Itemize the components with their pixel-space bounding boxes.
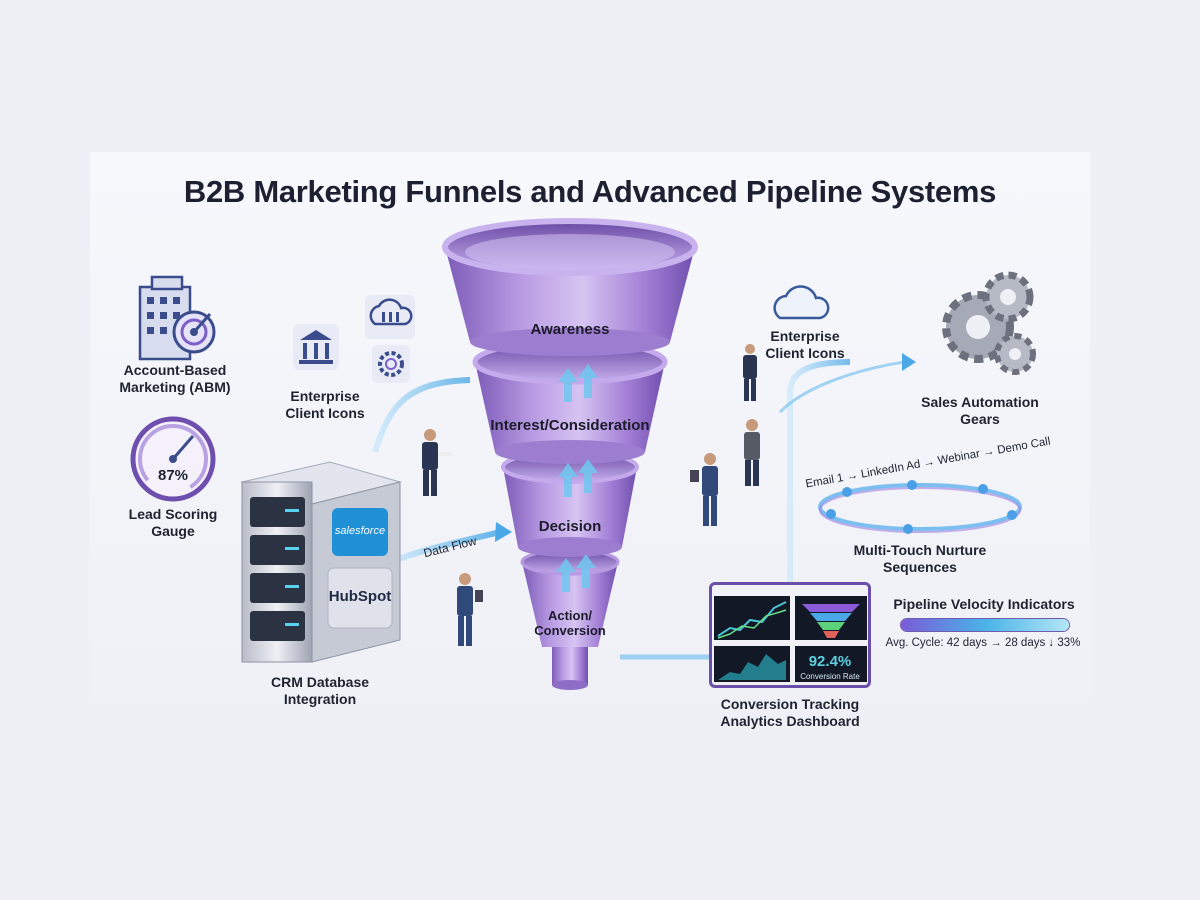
velocity-title: Pipeline Velocity Indicators	[893, 596, 1075, 612]
flow-line-left	[372, 377, 471, 453]
funnel-stage-action	[520, 548, 620, 690]
crm-label: CRM Database Integration	[270, 674, 370, 707]
data-flow-arrow	[388, 529, 501, 565]
illustration-layer	[130, 218, 1036, 690]
hubspot-text: HubSpot	[328, 588, 392, 605]
gauge-icon	[130, 416, 216, 502]
gears-icon	[942, 271, 1036, 375]
funnel-label-decision: Decision	[538, 518, 602, 535]
enterprise-label-left: Enterprise Client Icons	[285, 388, 365, 421]
data-flow-arrowhead	[495, 522, 512, 542]
abm-label: Account-Based Marketing (ABM)	[119, 362, 231, 395]
gauge-value: 87%	[157, 467, 189, 484]
funnel-label-awareness: Awareness	[530, 321, 610, 338]
gear-target-icon	[372, 345, 410, 383]
hubspot-logo	[327, 567, 393, 629]
server-icon	[240, 461, 402, 663]
funnel-label-interest: Interest/Consideration	[490, 417, 650, 434]
infographic-canvas: B2B Marketing Funnels and Advanced Pipel…	[90, 152, 1090, 748]
upward-arrows	[556, 364, 598, 592]
dashboard-label: Conversion Tracking Analytics Dashboard	[720, 696, 860, 729]
flow-line-right	[787, 359, 851, 582]
velocity-bar-fill	[901, 619, 1069, 631]
velocity-bar	[900, 618, 1070, 632]
cloud-icon	[773, 285, 830, 320]
velocity-text: Avg. Cycle: 42 days → 28 days ↓ 33%	[885, 637, 1081, 649]
salesforce-logo	[332, 508, 388, 556]
dashboard-kpi-label: Conversion Rate	[800, 672, 860, 681]
bank-icon	[293, 324, 339, 370]
gears-label: Sales Automation Gears	[921, 394, 1039, 427]
building-target-icon	[138, 275, 216, 361]
enterprise-label-right: Enterprise Client Icons	[765, 328, 845, 361]
nurture-loop	[818, 480, 1022, 534]
cloud-data-icon	[365, 295, 415, 339]
nurture-label: Multi-Touch Nurture Sequences	[853, 542, 987, 575]
gauge-label: Lead Scoring Gauge	[128, 506, 218, 539]
salesforce-text: salesforce	[334, 525, 386, 537]
page-title: B2B Marketing Funnels and Advanced Pipel…	[183, 174, 997, 209]
dashboard-kpi: 92.4%	[808, 653, 852, 670]
business-people	[422, 344, 760, 646]
funnel-label-action: Action/ Conversion	[534, 608, 606, 638]
funnel-stage-awareness	[442, 218, 698, 356]
dashboard-charts	[714, 596, 867, 682]
funnel-stage-interest	[472, 339, 668, 464]
